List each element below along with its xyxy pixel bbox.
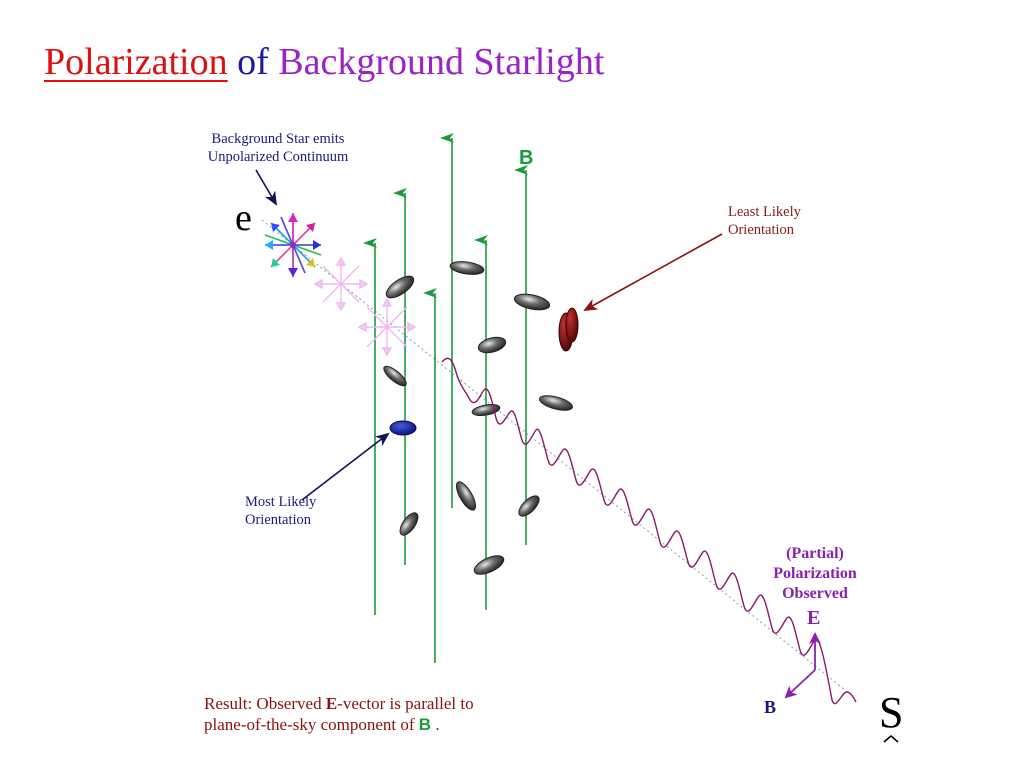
partial-line2: Polarization xyxy=(773,565,857,582)
observer-symbol: S xyxy=(879,688,904,737)
result-line1: Result: Observed E-vector is parallel to xyxy=(204,693,474,714)
most-likely-line2: Orientation xyxy=(245,512,312,528)
star-label-line2: Unpolarized Continuum xyxy=(207,149,349,165)
electron-symbol: e xyxy=(235,197,252,239)
dust-grain xyxy=(513,293,551,311)
dust-grain xyxy=(539,395,573,411)
dust-grain xyxy=(449,261,485,275)
least-likely-label: Least Likely Orientation xyxy=(728,203,801,239)
result-e-symbol: E xyxy=(325,694,338,713)
dust-grain xyxy=(473,555,505,575)
result-b-symbol: B xyxy=(418,715,432,734)
observer-hat-icon xyxy=(883,734,899,743)
title-word-of: of xyxy=(237,41,269,83)
partial-line3: Observed xyxy=(782,585,848,602)
most-likely-label: Most Likely Orientation xyxy=(245,493,316,529)
title-word-background-starlight: Background Starlight xyxy=(278,41,605,83)
least-likely-pointer-arrow xyxy=(583,233,723,311)
result-line2-text: plane-of-the-sky component of xyxy=(204,715,419,734)
least-likely-grain xyxy=(558,307,579,352)
background-star-icon xyxy=(264,213,322,277)
least-likely-line1: Least Likely xyxy=(728,204,801,220)
dust-grain xyxy=(385,275,415,299)
page-title: Polarization of Background Starlight xyxy=(44,40,604,84)
most-likely-line1: Most Likely xyxy=(245,494,317,510)
dust-grain xyxy=(399,512,419,536)
faded-star-icon xyxy=(313,256,369,312)
most-likely-grain xyxy=(389,420,417,436)
result-text: Result: Observed E-vector is parallel to… xyxy=(204,693,474,735)
dust-grain xyxy=(383,365,407,387)
magnetic-field-lines xyxy=(363,133,528,663)
b-vector-label: B xyxy=(764,697,777,717)
dust-grain xyxy=(471,404,501,416)
dust-grain xyxy=(455,481,477,511)
faded-star-icon xyxy=(357,297,417,357)
star-pointer-arrow xyxy=(255,169,278,206)
field-b-label: B xyxy=(519,147,534,169)
result-part1: Result: Observed xyxy=(204,694,326,713)
e-vector-label: E xyxy=(807,607,821,629)
line-of-sight xyxy=(261,219,846,691)
result-part2: -vector is parallel to xyxy=(337,694,474,713)
star-label: Background Star emits Unpolarized Contin… xyxy=(180,130,376,166)
star-label-line1: Background Star emits xyxy=(211,131,345,147)
dust-grains xyxy=(383,261,573,575)
faded-star-icons xyxy=(313,256,417,357)
least-likely-line2: Orientation xyxy=(728,222,795,238)
partial-line1: (Partial) xyxy=(786,545,844,562)
title-word-polarization: Polarization xyxy=(44,41,228,83)
dust-grain xyxy=(518,495,540,517)
light-wave xyxy=(441,357,857,705)
result-end: . xyxy=(431,715,440,734)
result-line2: plane-of-the-sky component of B . xyxy=(204,714,474,735)
most-likely-pointer-arrow xyxy=(301,432,390,501)
partial-polarization-label: (Partial) Polarization Observed xyxy=(755,544,875,604)
b-vector-arrow xyxy=(784,669,816,699)
dust-grain xyxy=(477,336,507,354)
